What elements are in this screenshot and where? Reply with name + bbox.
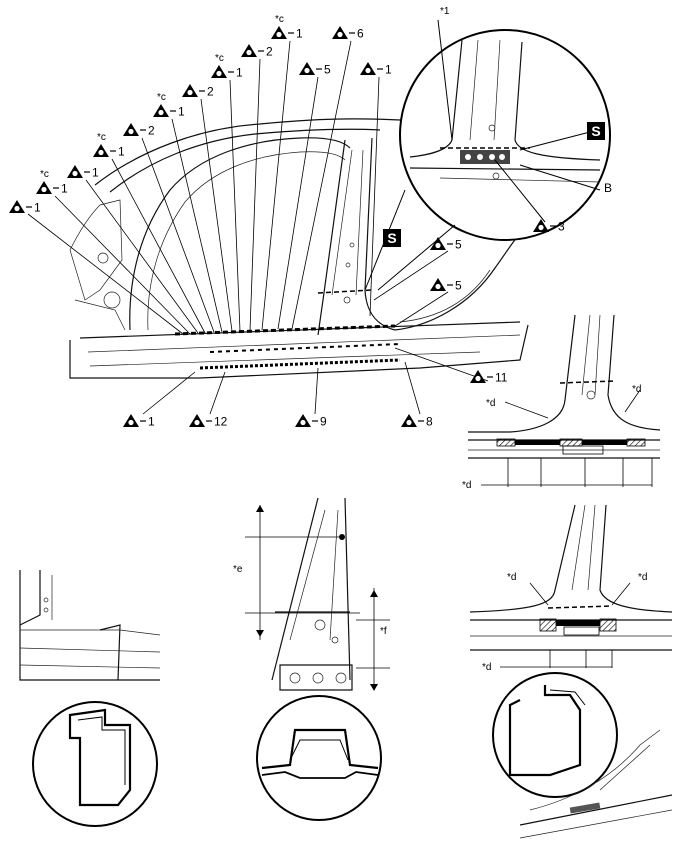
section-view-upper-right [468, 314, 661, 487]
callout-number: 1 [178, 105, 185, 119]
callout-number: 1 [385, 63, 392, 77]
callout-c4: 1 *c [93, 132, 125, 159]
callout-number: 8 [426, 415, 433, 429]
ref-d-lower-right: *d [638, 572, 647, 583]
callout-number: 3 [558, 220, 565, 234]
callout-number: 1 [148, 415, 155, 429]
callout-c7: 2 [182, 84, 214, 99]
ref-d-upper-bottom: *d [462, 480, 471, 491]
callout-number: 9 [320, 415, 327, 429]
callout-number: 5 [455, 238, 462, 252]
callout-star-label: *c [40, 169, 49, 180]
side-body-main-view [69, 118, 529, 379]
lower-left-view [19, 570, 161, 827]
callout-c1: 1 [9, 200, 41, 215]
ref-d-lower-left: *d [507, 572, 516, 583]
callout-c8: 1 *c [211, 53, 243, 80]
reference-labels: *1 B *d *d *d *e *f *d *d *d [233, 6, 647, 673]
weld-symbol-2: S [383, 229, 401, 247]
callout-number: 6 [357, 27, 364, 41]
callout-star-label: *c [275, 14, 284, 25]
callout-c15: 5 [430, 278, 462, 293]
callout-number: 5 [455, 279, 462, 293]
callout-number: 1 [34, 201, 41, 215]
callout-number: 12 [214, 415, 228, 429]
callout-star-label: *c [157, 92, 166, 103]
callout-c18: 12 [189, 414, 228, 429]
callout-c20: 8 [401, 414, 433, 429]
callout-number: 1 [236, 66, 243, 80]
callout-c6: 1 *c [153, 92, 185, 119]
svg-text:S: S [591, 123, 600, 139]
callout-number: 1 [61, 182, 68, 196]
callout-number: 2 [266, 45, 273, 59]
callout-c5: 2 [123, 123, 155, 138]
detail-magnifier-top [364, 19, 611, 291]
callout-c11: 6 [332, 26, 364, 41]
callout-star-label: *c [215, 53, 224, 64]
ref-star-1: *1 [440, 6, 450, 17]
leader-lines [27, 40, 489, 415]
callout-number: 1 [92, 166, 99, 180]
callout-c21: 3 [533, 219, 565, 234]
ref-d-upper-right: *d [632, 384, 641, 395]
callout-number: 1 [296, 27, 303, 41]
callout-star-label: *c [97, 132, 106, 143]
callout-number: 2 [148, 124, 155, 138]
callout-c13: 1 [360, 62, 392, 77]
callout-c9: 2 [241, 44, 273, 59]
lower-right-view [469, 504, 673, 839]
callout-c10: 1 *c [271, 14, 303, 41]
callout-c19: 9 [295, 414, 327, 429]
callout-number: 11 [495, 371, 508, 385]
callout-number: 2 [207, 85, 214, 99]
callout-c3: 1 [67, 165, 99, 180]
callout-c2: 1 *c [36, 169, 68, 196]
ref-b: B [604, 181, 612, 195]
callout-c14: 5 [430, 237, 462, 252]
callout-c12: 5 [299, 62, 331, 77]
callout-c16: 11 [470, 370, 508, 385]
ref-d-lower-bottom: *d [482, 662, 491, 673]
ref-e: *e [233, 564, 243, 575]
svg-text:S: S [387, 230, 396, 246]
weld-symbol-1: S [587, 122, 605, 140]
callout-number: 5 [324, 63, 331, 77]
ref-d-upper-left: *d [486, 398, 495, 409]
callout-number: 1 [118, 145, 125, 159]
callout-c17: 1 [123, 414, 155, 429]
ref-f: *f [380, 626, 387, 637]
lower-middle-view [245, 497, 390, 821]
